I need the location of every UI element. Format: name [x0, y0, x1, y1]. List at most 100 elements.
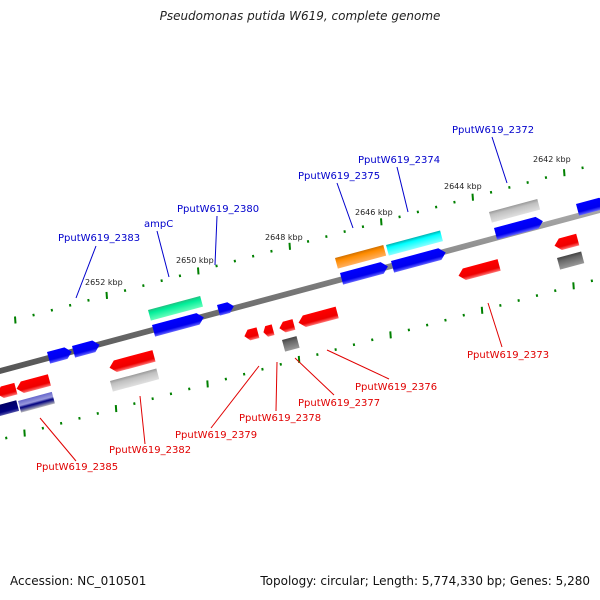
- gene-fwd-2384-shape: [47, 347, 72, 364]
- gene-fwd-2383-shape: [72, 340, 100, 358]
- major-tick: [563, 169, 566, 177]
- gene-rev-2385-shape: [16, 374, 51, 394]
- gene-fwd-2374[interactable]: [386, 230, 443, 256]
- gene-rev-2382-shape: [109, 350, 156, 373]
- gene-labels: PputW619_2383ampCPputW619_2380PputW619_2…: [36, 125, 549, 473]
- minor-tick: [142, 284, 145, 288]
- gene-label-reverse[interactable]: PputW619_2377: [298, 398, 380, 409]
- gene-label-forward[interactable]: PputW619_2380: [177, 204, 259, 215]
- gene-rev-2377b[interactable]: [282, 336, 300, 352]
- gene-rev-2373c[interactable]: [557, 251, 585, 270]
- minor-tick: [499, 303, 502, 307]
- gene-fwd-2381[interactable]: [152, 312, 205, 337]
- minor-tick: [224, 377, 228, 381]
- minor-tick: [535, 294, 539, 298]
- leader-line: [294, 357, 335, 396]
- minor-tick: [325, 235, 328, 238]
- gene-label-forward[interactable]: PputW619_2374: [358, 155, 440, 166]
- gene-label-forward[interactable]: PputW619_2375: [298, 171, 380, 182]
- gene-label-reverse[interactable]: PputW619_2379: [175, 430, 257, 441]
- gene-label-reverse[interactable]: PputW619_2385: [36, 462, 118, 473]
- gene-rev-2373[interactable]: [457, 259, 501, 281]
- minor-tick: [78, 416, 81, 420]
- minor-tick: [407, 328, 411, 332]
- gene-fwd-2380-shape: [217, 302, 234, 316]
- minor-tick: [178, 274, 182, 278]
- minor-tick: [316, 353, 319, 356]
- gene-rev-2373c-shape: [557, 251, 585, 270]
- minor-tick: [251, 254, 255, 258]
- major-tick: [105, 291, 108, 300]
- minor-tick: [215, 264, 218, 268]
- major-tick: [288, 242, 291, 250]
- minor-tick: [188, 387, 191, 391]
- gene-rev-2382b[interactable]: [110, 368, 160, 392]
- topology-text: Topology: circular; Length: 5,774,330 bp…: [260, 574, 590, 588]
- minor-tick: [151, 397, 154, 401]
- major-tick: [380, 218, 383, 226]
- gene-rev-2373-shape: [458, 259, 501, 281]
- gene-rev-2379[interactable]: [243, 327, 260, 341]
- gene-label-reverse[interactable]: PputW619_2378: [239, 413, 321, 424]
- gene-label-reverse[interactable]: PputW619_2373: [467, 350, 549, 361]
- gene-fwd-2375b[interactable]: [340, 261, 389, 285]
- leader-line: [39, 417, 77, 462]
- gene-rev-2385b-shape: [18, 391, 55, 413]
- gene-ampC[interactable]: [148, 296, 204, 321]
- kbp-label: 2652 kbp: [85, 278, 123, 287]
- gene-fwd-2372b[interactable]: [494, 215, 544, 240]
- minor-tick: [425, 323, 429, 327]
- gene-rev-2376[interactable]: [297, 306, 339, 329]
- major-tick: [206, 380, 209, 388]
- minor-tick: [398, 215, 401, 219]
- leader-line: [396, 166, 409, 213]
- minor-tick: [453, 200, 456, 204]
- gene-rev-2386b[interactable]: [0, 400, 20, 417]
- leader-line: [487, 302, 503, 348]
- gene-rev-2385b[interactable]: [18, 391, 55, 413]
- gene-rev-2382[interactable]: [108, 350, 156, 374]
- gene-rev-2377b-shape: [282, 336, 300, 352]
- gene-fwd-2383[interactable]: [72, 339, 101, 358]
- gene-rev-2382b-shape: [110, 368, 160, 392]
- major-tick: [572, 282, 575, 290]
- minor-tick: [489, 190, 493, 194]
- genome-backbone: [0, 207, 600, 374]
- leader-line: [326, 349, 390, 380]
- gene-fwd-2371[interactable]: [576, 196, 600, 216]
- minor-tick: [371, 338, 374, 342]
- major-tick: [480, 306, 484, 314]
- gene-label-reverse[interactable]: PputW619_2376: [355, 382, 437, 393]
- gene-label-forward[interactable]: PputW619_2383: [58, 233, 140, 244]
- minor-tick: [279, 362, 282, 366]
- gene-rev-2373b[interactable]: [553, 233, 580, 252]
- minor-tick: [554, 289, 557, 293]
- gene-rev-2379-shape: [244, 327, 260, 341]
- gene-fwd-2380[interactable]: [217, 301, 235, 316]
- kbp-label: 2642 kbp: [533, 155, 571, 164]
- leader-line: [75, 245, 97, 299]
- gene-fwd-2372-shape: [489, 199, 541, 223]
- minor-tick: [590, 279, 594, 283]
- accession-text: Accession: NC_010501: [10, 574, 147, 588]
- minor-tick: [361, 225, 365, 229]
- gene-label-forward[interactable]: ampC: [144, 219, 173, 230]
- label-leader-lines: [39, 136, 508, 462]
- major-tick: [389, 331, 392, 339]
- gene-rev-2386b-shape: [0, 400, 20, 417]
- genome-title: Pseudomonas putida W619, complete genome: [159, 9, 441, 23]
- gene-rev-2377[interactable]: [278, 319, 296, 334]
- gene-rev-2385[interactable]: [15, 374, 51, 394]
- gene-fwd-2384[interactable]: [47, 346, 73, 364]
- gene-fwd-2375[interactable]: [335, 245, 387, 269]
- gene-fwd-2372[interactable]: [489, 199, 541, 223]
- gene-label-forward[interactable]: PputW619_2372: [452, 125, 534, 136]
- gene-label-reverse[interactable]: PputW619_2382: [109, 445, 191, 456]
- kbp-label: 2648 kbp: [265, 233, 303, 242]
- gene-rev-2378[interactable]: [262, 324, 275, 337]
- minor-tick: [50, 308, 54, 312]
- gene-rev-2386[interactable]: [0, 382, 18, 400]
- gene-fwd-2374b[interactable]: [391, 247, 447, 273]
- minor-tick: [169, 392, 173, 396]
